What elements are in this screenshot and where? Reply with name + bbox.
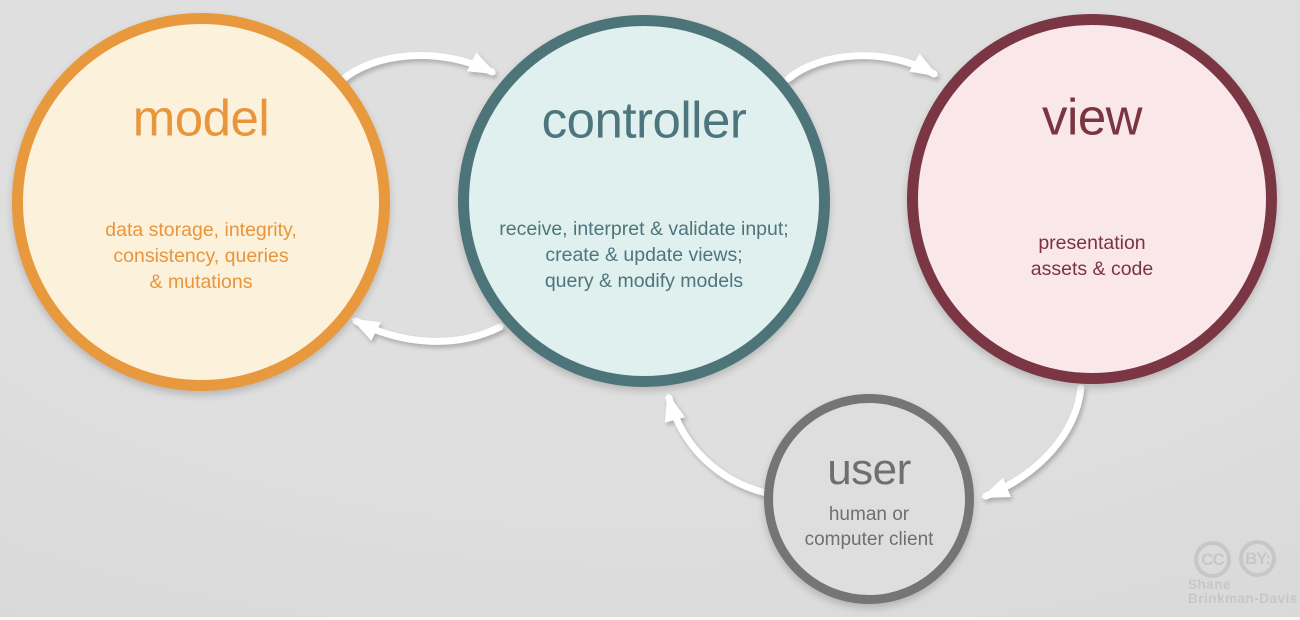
controller-description: receive, interpret & validate input; cre… [499, 218, 789, 292]
user-description: human or computer client [804, 504, 934, 550]
arrow-view-to-user [981, 384, 1085, 500]
cc-icon: CC [1194, 541, 1231, 578]
bottom-edge-highlight [0, 617, 1300, 620]
author-name-line1: Shane [1188, 577, 1232, 592]
view-description: presentation assets & code [1030, 232, 1154, 280]
author-name-line2: Brinkman-Davis [1188, 591, 1298, 606]
cc-by-icon: BY: [1239, 540, 1276, 577]
model-title: model [132, 89, 270, 147]
arrow-user-to-controller [664, 392, 770, 497]
user-node: user human or computer client [764, 394, 974, 604]
model-description: data storage, integrity, consistency, qu… [105, 219, 297, 293]
controller-node: controller receive, interpret & validate… [458, 15, 830, 387]
user-title: user [827, 445, 911, 494]
author-name: Shane Brinkman-Davis [1188, 578, 1298, 606]
arrow-controller-to-view [784, 52, 939, 83]
arrow-controller-to-model [351, 317, 504, 345]
controller-title: controller [541, 91, 747, 149]
arrow-model-to-controller [337, 52, 497, 85]
view-node: view presentation assets & code [907, 14, 1277, 384]
view-title: view [1041, 88, 1143, 146]
model-node: model data storage, integrity, consisten… [12, 13, 390, 391]
